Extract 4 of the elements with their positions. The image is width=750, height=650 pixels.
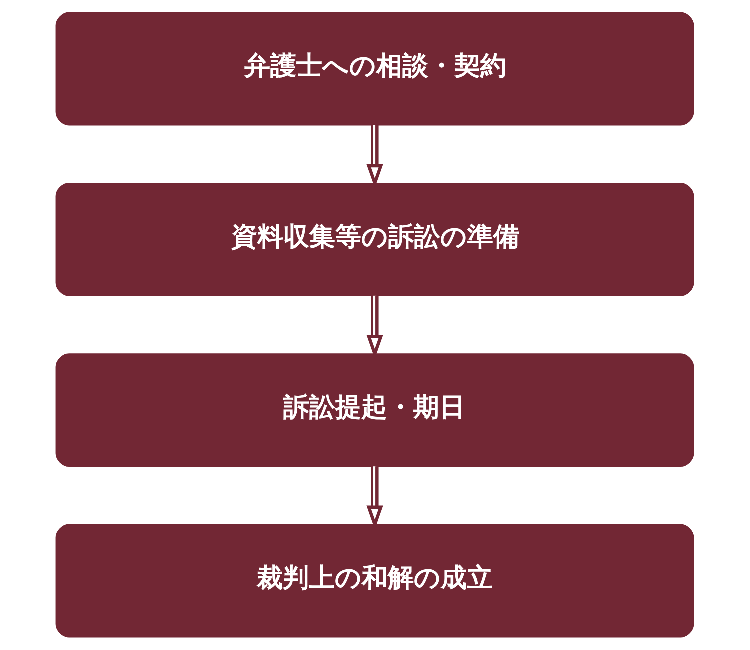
node-box: 訴訟提起・期日 [56,354,694,468]
node-box: 裁判上の和解の成立 [56,524,694,638]
node-box: 資料収集等の訴訟の準備 [56,182,694,296]
node-box: 弁護士への相談・契約 [56,12,694,126]
